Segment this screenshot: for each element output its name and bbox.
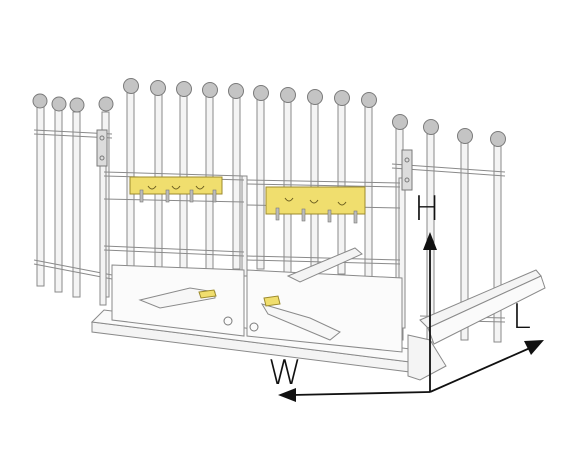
length-label: L	[512, 297, 531, 337]
width-label: W	[268, 353, 302, 393]
yellow-bracket-right	[265, 186, 366, 224]
left-section-balls	[32, 93, 114, 113]
dimension-arrows	[278, 232, 544, 402]
base-frame	[90, 247, 546, 381]
height-label: H	[414, 189, 440, 229]
main-balls	[123, 78, 377, 108]
right-section-balls	[392, 114, 506, 147]
foot-pedals	[138, 287, 341, 341]
hinges	[96, 129, 413, 191]
yellow-bracket-left	[129, 176, 223, 203]
